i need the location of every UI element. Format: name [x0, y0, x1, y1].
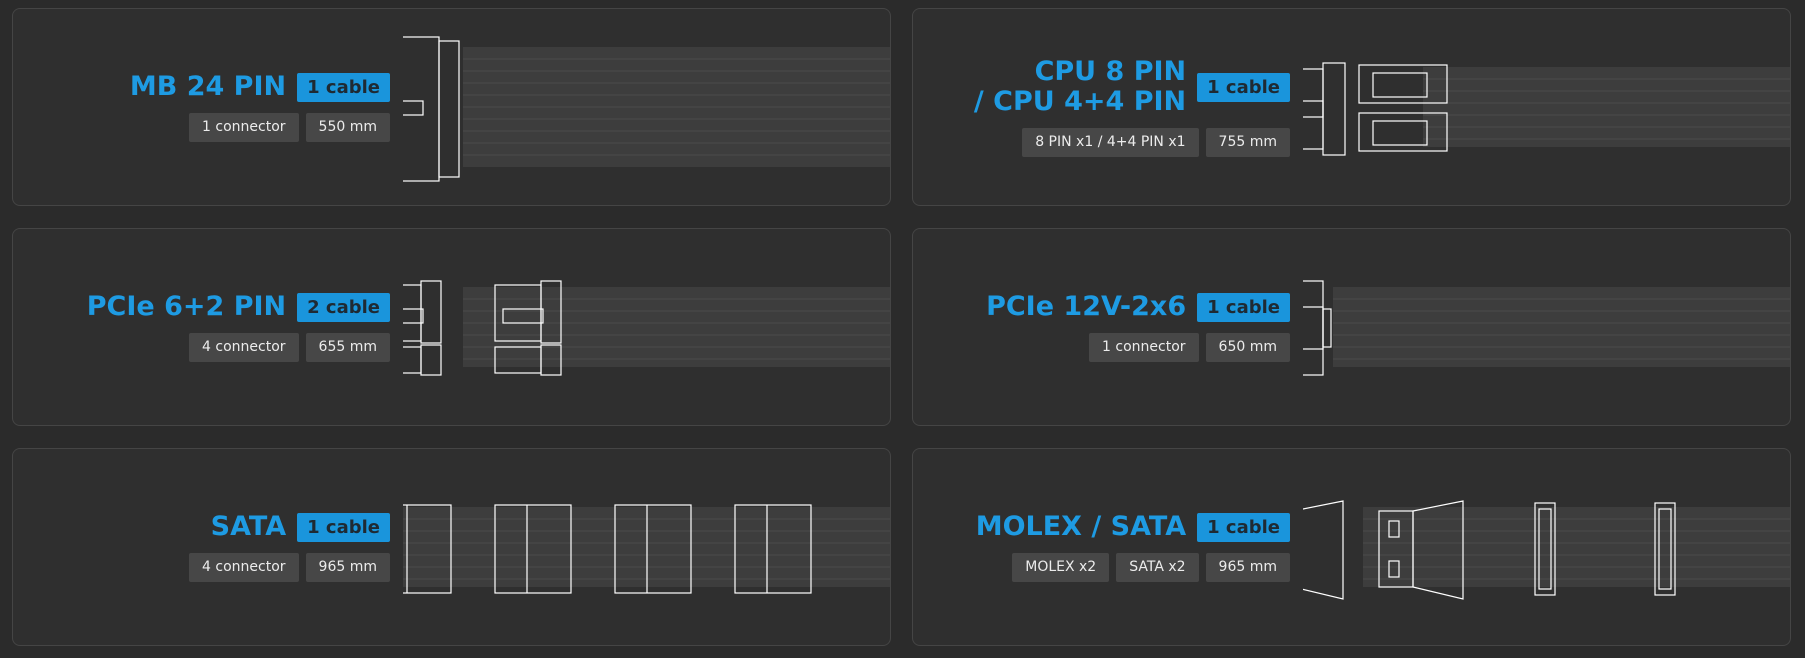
- cable-length-tag: 965 mm: [1205, 553, 1290, 582]
- cable-length-tag: 650 mm: [1205, 333, 1290, 362]
- cable-count-badge: 1 cable: [1197, 292, 1290, 322]
- cable-length-tag: 655 mm: [305, 333, 390, 362]
- cable-card-pcie-6plus2: PCIe 6+2 PIN 2 cable 4 connector 655 mm: [12, 228, 891, 426]
- molex-sata-connector-icon: [1303, 449, 1790, 645]
- cable-count-badge: 1 cable: [1197, 72, 1290, 102]
- cable-info: CPU 8 PIN / CPU 4+4 PIN 1 cable 8 PIN x1…: [913, 9, 1290, 205]
- cable-card-sata: SATA 1 cable 4 connector 965 mm: [12, 448, 891, 646]
- cable-card-pcie-12v-2x6: PCIe 12V-2x6 1 cable 1 connector 650 mm: [912, 228, 1791, 426]
- mb-24pin-connector-icon: [403, 9, 890, 205]
- pcie-6plus2-connector-icon: [403, 229, 890, 425]
- pcie-12v-2x6-connector-icon: [1303, 229, 1790, 425]
- cable-title: CPU 8 PIN / CPU 4+4 PIN: [973, 56, 1187, 117]
- cable-info: PCIe 6+2 PIN 2 cable 4 connector 655 mm: [13, 229, 390, 425]
- cable-count-badge: 1 cable: [297, 512, 390, 542]
- molex-count-tag: MOLEX x2: [1012, 553, 1110, 582]
- cable-info: MOLEX / SATA 1 cable MOLEX x2 SATA x2 96…: [913, 449, 1290, 645]
- cable-count-badge: 1 cable: [1197, 512, 1290, 542]
- cable-title: PCIe 6+2 PIN: [86, 291, 287, 322]
- cable-info: SATA 1 cable 4 connector 965 mm: [13, 449, 390, 645]
- cable-length-tag: 965 mm: [305, 553, 390, 582]
- connector-count-tag: 4 connector: [189, 333, 299, 362]
- cable-count-badge: 2 cable: [297, 292, 390, 322]
- cable-title: MB 24 PIN: [129, 71, 287, 102]
- sata-connector-icon: [403, 449, 890, 645]
- cable-count-badge: 1 cable: [297, 72, 390, 102]
- cable-info: PCIe 12V-2x6 1 cable 1 connector 650 mm: [913, 229, 1290, 425]
- cable-card-mb-24pin: MB 24 PIN 1 cable 1 connector 550 mm: [12, 8, 891, 206]
- cpu-8pin-connector-icon: [1303, 9, 1790, 205]
- cable-length-tag: 755 mm: [1205, 128, 1290, 157]
- connector-spec-tag: 8 PIN x1 / 4+4 PIN x1: [1022, 128, 1199, 157]
- cable-title: PCIe 12V-2x6: [986, 291, 1187, 322]
- connector-count-tag: 1 connector: [1089, 333, 1199, 362]
- connector-count-tag: 1 connector: [189, 113, 299, 142]
- cable-info: MB 24 PIN 1 cable 1 connector 550 mm: [13, 9, 390, 205]
- cable-card-molex-sata: MOLEX / SATA 1 cable MOLEX x2 SATA x2 96…: [912, 448, 1791, 646]
- cable-title: SATA: [210, 511, 287, 542]
- cable-title: MOLEX / SATA: [975, 511, 1187, 542]
- connector-count-tag: 4 connector: [189, 553, 299, 582]
- cable-length-tag: 550 mm: [305, 113, 390, 142]
- cable-card-cpu-8pin: CPU 8 PIN / CPU 4+4 PIN 1 cable 8 PIN x1…: [912, 8, 1791, 206]
- sata-count-tag: SATA x2: [1116, 553, 1199, 582]
